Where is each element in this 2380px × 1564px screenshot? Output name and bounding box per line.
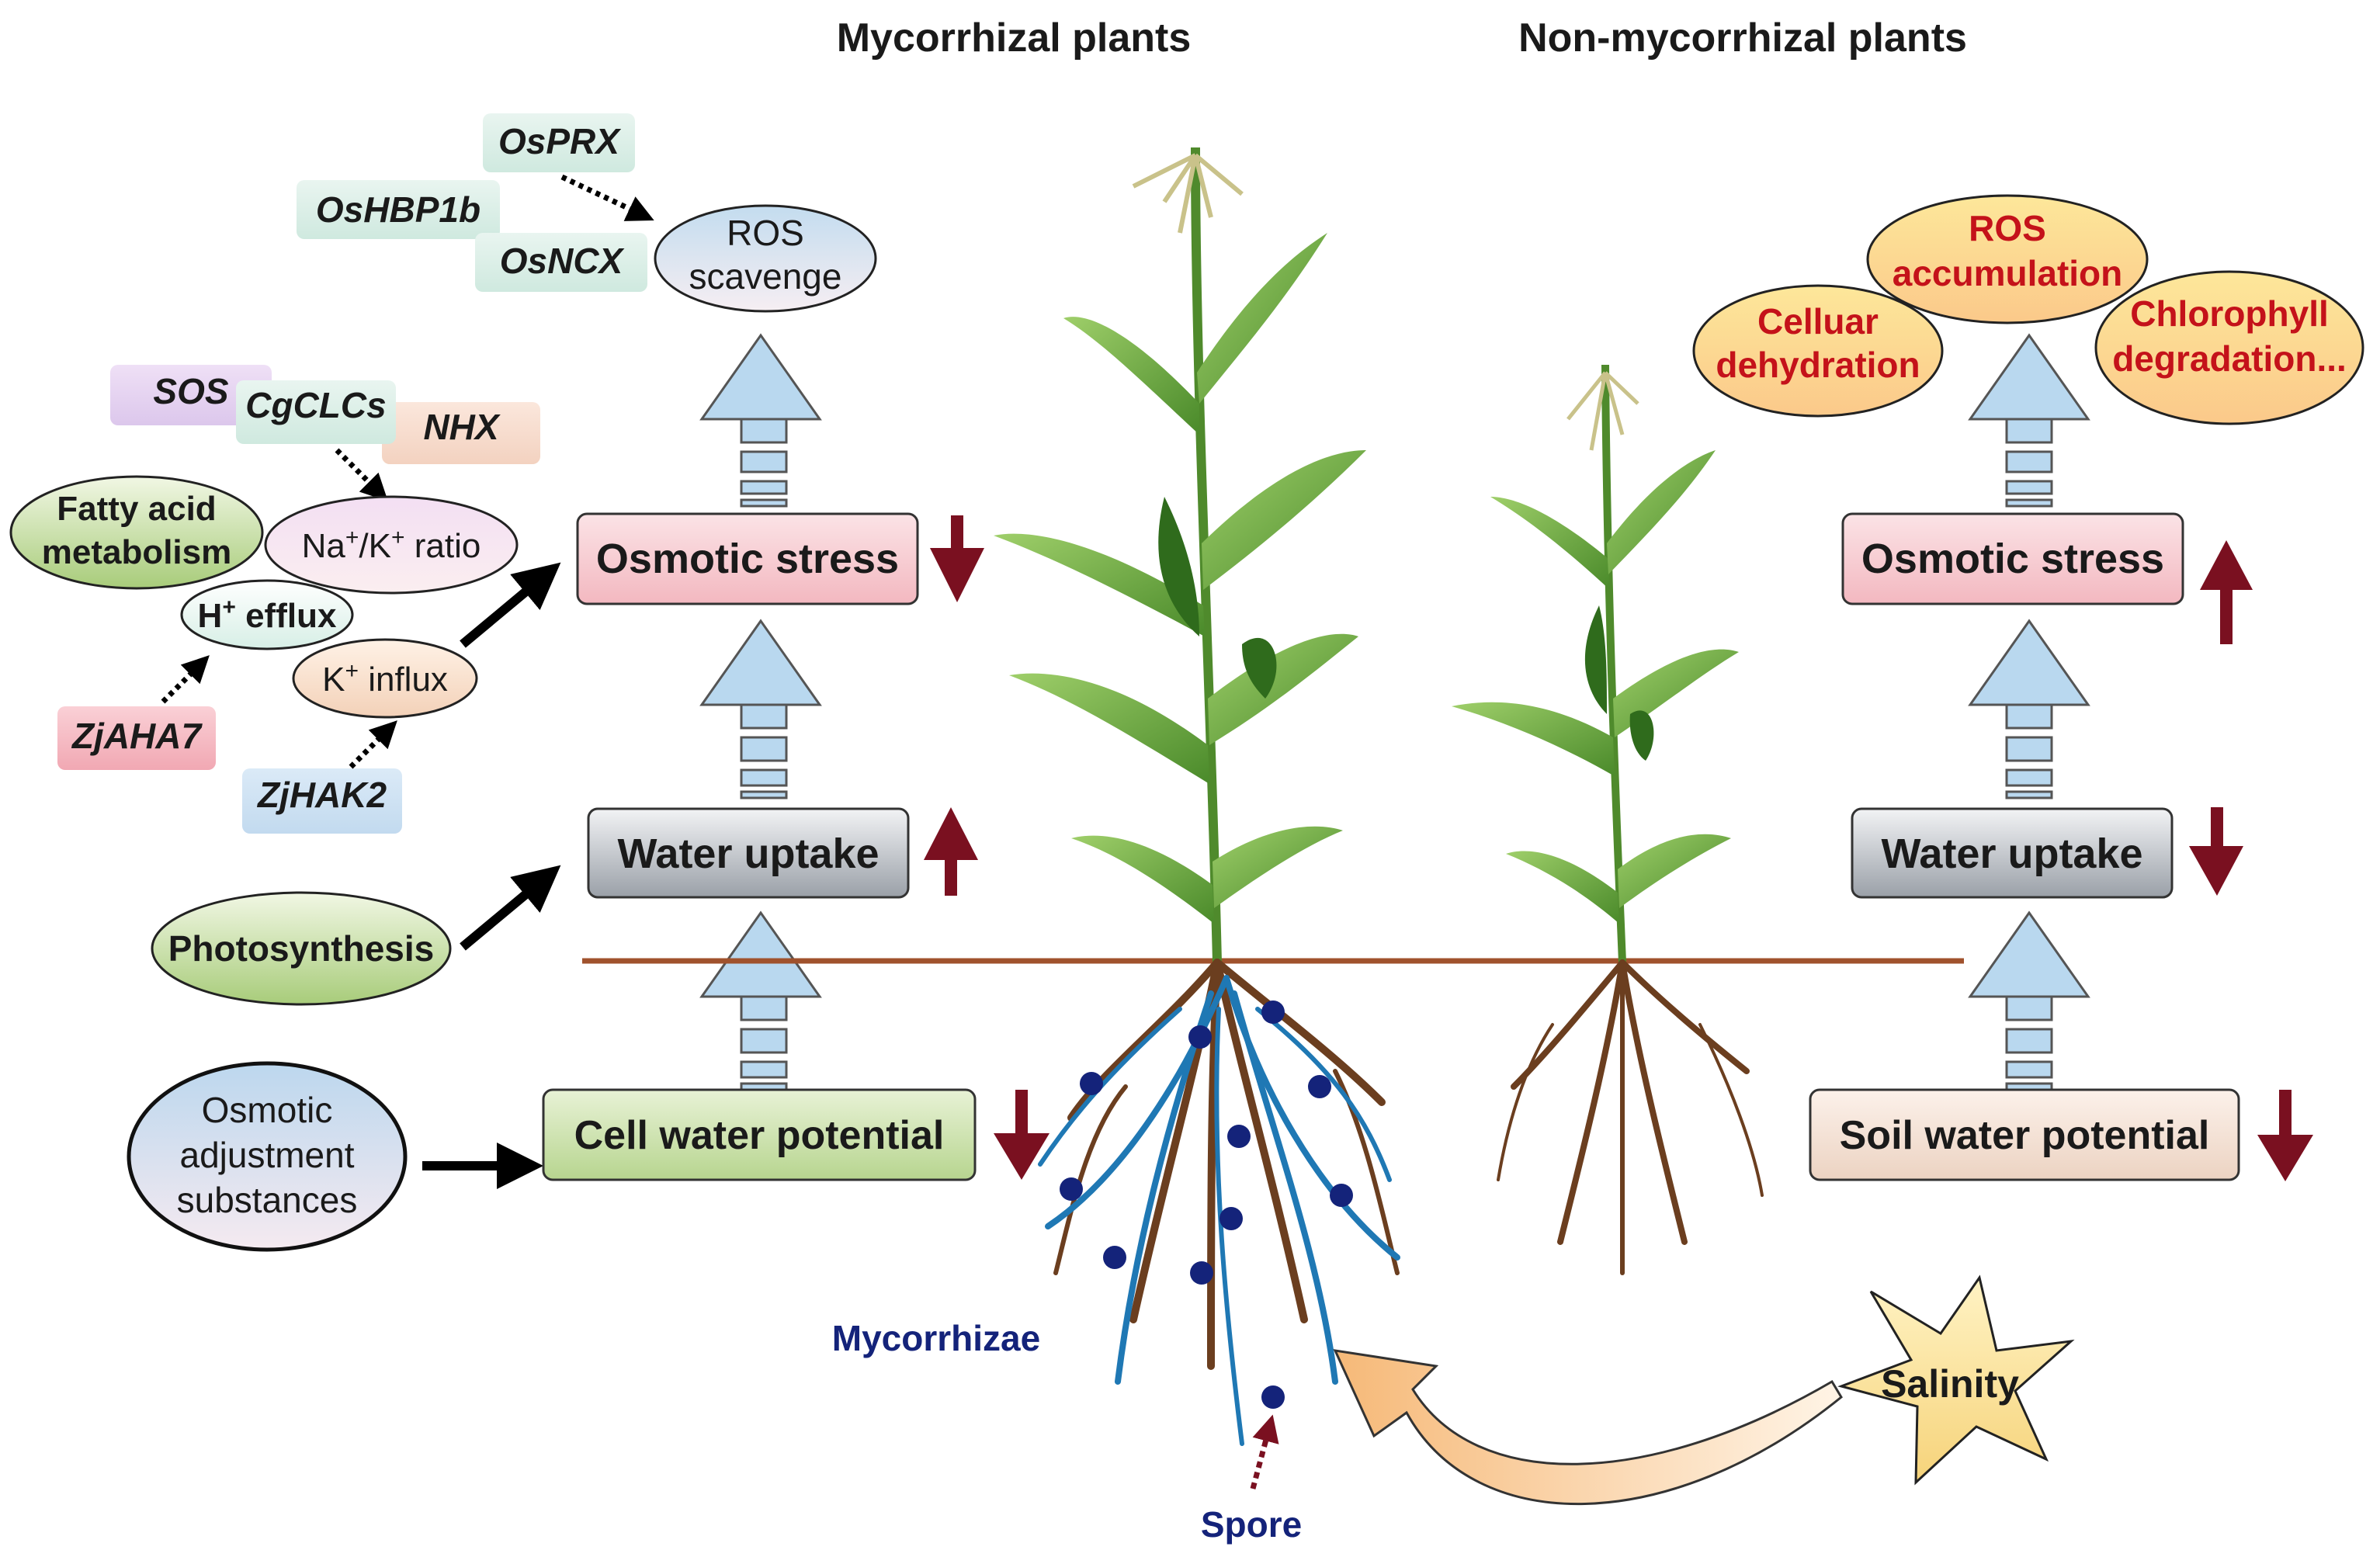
cell-water-potential-text: Cell water potential (574, 1113, 945, 1158)
cell-water-potential-box: Cell water potential (542, 1088, 977, 1181)
dotted-arrow-zjaha7-hefflux (161, 655, 210, 704)
chlorophyll-line1: Chlorophyll (2130, 293, 2329, 334)
osmotic-stress-left-text: Osmotic stress (596, 536, 899, 582)
gene-tag-nhx: NHX (382, 402, 540, 464)
arrow-photosynthesis-water (460, 865, 561, 951)
gene-tag-osncx: OsNCX (475, 233, 647, 292)
gene-tag-cgclcs: CgCLCs (236, 380, 396, 444)
chlorophyll-degradation-ellipse: Chlorophyll degradation... (2094, 270, 2364, 425)
cellular-dehydration-ellipse: Celluar dehydration (1692, 284, 1944, 418)
blue-arrow-right-top (1968, 333, 2090, 508)
osmotic-adjustment-line1: Osmotic (202, 1090, 333, 1130)
dotted-arrow-osprx-ros (560, 174, 654, 221)
k-slash-label: /K (359, 527, 391, 565)
water-uptake-left-text: Water uptake (617, 831, 879, 877)
h-label: H (198, 597, 223, 635)
down-arrow-osmotic-left (930, 515, 984, 602)
efflux-label: efflux (236, 597, 337, 635)
gene-tag-oshbp1b: OsHBP1b (297, 180, 500, 239)
mycorrhizae-label: Mycorrhizae (832, 1318, 1040, 1358)
gene-osncx-text: OsNCX (500, 241, 625, 281)
dotted-arrow-cgclcs-ratio (335, 448, 388, 501)
water-uptake-right-text: Water uptake (1881, 831, 2142, 877)
cellular-dehydration-line1: Celluar (1757, 301, 1879, 342)
gene-nhx-text: NHX (423, 407, 500, 447)
salinity-curved-arrow (1333, 1349, 1843, 1506)
chlorophyll-line2: degradation... (2112, 338, 2347, 379)
blue-arrow-right-bottom (1968, 910, 2090, 1091)
gene-tag-zjaha7: ZjAHA7 (57, 706, 216, 770)
h-efflux-ellipse: H+ efflux (180, 579, 354, 650)
header-non-mycorrhizal: Non-mycorrhizal plants (1518, 16, 1967, 61)
water-uptake-box-left: Water uptake (587, 807, 910, 899)
ros-scavenge-line2: scavenge (689, 256, 842, 297)
down-arrow-cellwater (994, 1090, 1049, 1180)
blue-arrow-right-mid (1968, 619, 2090, 799)
dotted-arrow-spore (1250, 1414, 1279, 1489)
ros-accumulation-ellipse: ROS accumulation (1866, 194, 2149, 324)
gene-sos-text: SOS (153, 371, 228, 411)
na-label: Na (302, 527, 346, 565)
salinity-text: Salinity (1881, 1362, 2019, 1406)
ros-accumulation-line2: accumulation (1893, 253, 2123, 293)
gene-osprx-text: OsPRX (498, 121, 621, 161)
mycorrhizal-roots (1038, 959, 1400, 1446)
na-k-ratio-text: Na+/K+ ratio (302, 525, 481, 566)
fatty-acid-ellipse: Fatty acid metabolism (9, 475, 264, 590)
gene-tag-sos: SOS (110, 365, 272, 425)
k-influx-text: K+ influx (322, 658, 448, 699)
gene-tag-zjhak2: ZjHAK2 (242, 768, 402, 834)
water-uptake-box-right: Water uptake (1851, 807, 2174, 899)
non-mycorrhizal-roots (1497, 959, 1764, 1275)
photosynthesis-text: Photosynthesis (168, 928, 435, 969)
non-mycorrhizal-plant-shoot (1452, 364, 1739, 963)
fatty-acid-line1: Fatty acid (57, 490, 216, 528)
down-arrow-water-right (2189, 807, 2243, 896)
osmotic-stress-box-right: Osmotic stress (1841, 512, 2184, 605)
k-influx-sup: + (345, 658, 359, 684)
ros-scavenge-ellipse: ROS scavenge (654, 204, 877, 313)
k-label: K (322, 661, 345, 699)
gene-tag-osprx: OsPRX (483, 113, 635, 172)
blue-arrow-left-mid (699, 619, 822, 799)
gene-zjaha7-text: ZjAHA7 (71, 716, 203, 756)
ratio-label: ratio (405, 527, 481, 565)
gene-oshbp1b-text: OsHBP1b (316, 189, 481, 230)
cellular-dehydration-line2: dehydration (1716, 345, 1920, 385)
h-sup: + (222, 595, 236, 620)
spore-label: Spore (1201, 1504, 1302, 1545)
ros-accumulation-line1: ROS (1969, 208, 2046, 248)
na-sup: + (345, 525, 359, 550)
influx-label: influx (359, 661, 448, 699)
k-influx-ellipse: K+ influx (292, 638, 478, 719)
up-arrow-osmotic-right (2200, 540, 2253, 644)
blue-arrow-left-bottom (699, 910, 822, 1091)
na-k-ratio-ellipse: Na+/K+ ratio (264, 495, 519, 595)
blue-arrow-left-top (699, 333, 822, 508)
osmotic-adjustment-line3: substances (177, 1180, 358, 1220)
gene-cgclcs-text: CgCLCs (245, 385, 386, 425)
up-arrow-water-left (924, 807, 978, 896)
arrow-kinflux-osmotic (460, 562, 561, 648)
photosynthesis-ellipse: Photosynthesis (151, 891, 452, 1006)
h-efflux-text: H+ efflux (198, 595, 337, 636)
ros-scavenge-line1: ROS (727, 213, 804, 253)
gene-zjhak2-text: ZjHAK2 (256, 775, 387, 815)
osmotic-stress-box-left: Osmotic stress (576, 512, 919, 605)
salinity-star: Salinity (1837, 1274, 2075, 1486)
fatty-acid-line2: metabolism (42, 533, 232, 571)
soil-water-potential-text: Soil water potential (1840, 1113, 2210, 1158)
spores (1060, 1000, 1353, 1409)
mycorrhizal-plant-shoot (994, 147, 1366, 963)
soil-water-potential-box: Soil water potential (1809, 1088, 2240, 1181)
down-arrow-soilwater (2257, 1090, 2313, 1181)
k-sup: + (391, 525, 405, 550)
osmotic-adjustment-ellipse: Osmotic adjustment substances (127, 1061, 408, 1252)
header-mycorrhizal: Mycorrhizal plants (837, 16, 1192, 61)
osmotic-adjustment-line2: adjustment (179, 1135, 354, 1175)
dotted-arrow-zjhak2-kinflux (349, 720, 397, 769)
osmotic-stress-right-text: Osmotic stress (1861, 536, 2164, 582)
